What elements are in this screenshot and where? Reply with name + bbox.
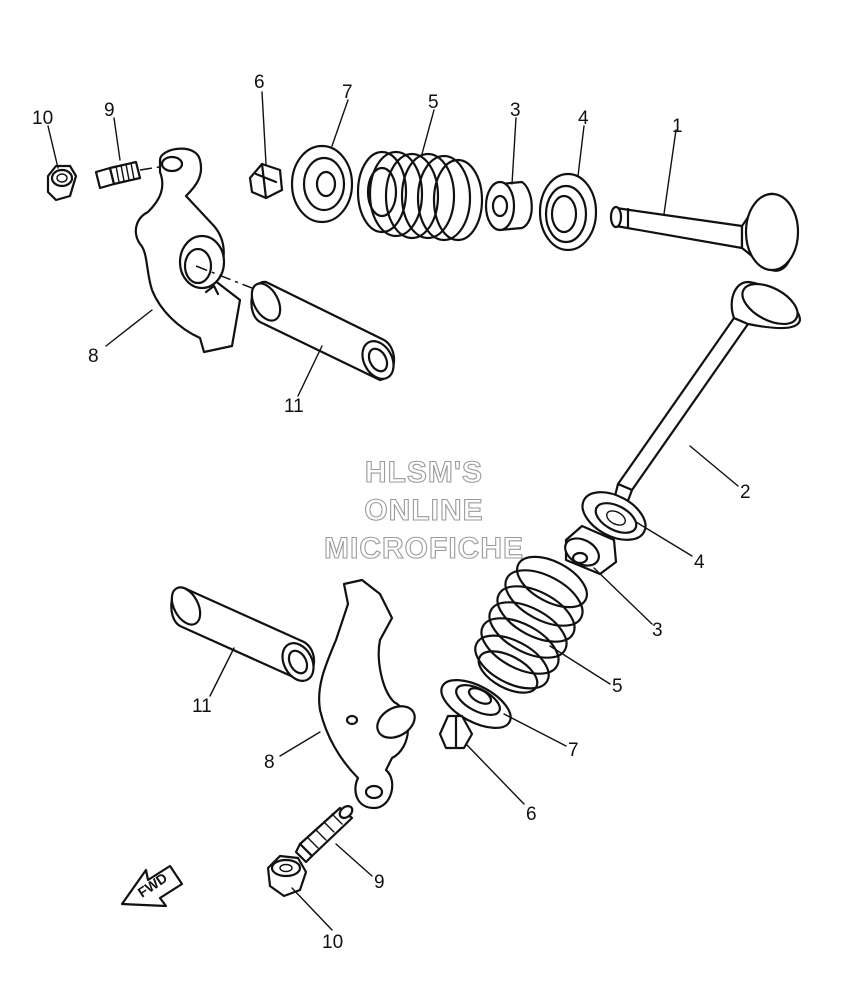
watermark-line-2: ONLINE [364, 494, 483, 527]
callout-1: 1 [672, 116, 683, 137]
valve-part-1 [609, 192, 800, 272]
shaft-centerline-top [195, 265, 263, 293]
callout-8-bottom: 8 [264, 752, 275, 773]
callout-11-top: 11 [284, 396, 304, 417]
callout-3-top: 3 [510, 100, 521, 121]
rocker-arm-part-8-top [134, 147, 242, 354]
valve-spring-part-5-bottom [474, 555, 588, 694]
callout-10-top: 10 [32, 108, 53, 129]
valve-spring-part-5-top [356, 150, 484, 242]
callout-6-top: 6 [254, 72, 265, 93]
callout-9-top: 9 [104, 100, 115, 121]
watermark: HLSM'S ONLINE MICROFICHE [323, 455, 524, 565]
callout-7-top: 7 [342, 82, 353, 103]
rocker-arm-part-8-bottom [318, 578, 416, 810]
valve-part-2 [612, 280, 802, 508]
forward-direction-arrow: FWD [120, 864, 184, 908]
leader-lines [47, 91, 739, 931]
watermark-line-3: MICROFICHE [324, 532, 524, 565]
callout-5-top: 5 [428, 92, 439, 113]
callout-labels: 10 9 6 7 5 3 4 1 8 11 2 4 3 5 7 6 11 8 9… [32, 72, 751, 953]
callout-4-top: 4 [578, 108, 589, 129]
callout-2: 2 [740, 482, 751, 503]
callout-4-bottom: 4 [694, 552, 705, 573]
rocker-shaft-part-11-bottom [170, 586, 316, 682]
stem-seal-part-3-bottom [564, 524, 618, 576]
callout-8-top: 8 [88, 346, 99, 367]
spring-seat-part-4-top [538, 172, 598, 252]
callout-7-bottom: 7 [568, 740, 579, 761]
spring-retainer-part-7-top [290, 144, 354, 224]
nut-part-10-bottom [266, 854, 308, 898]
watermark-line-1: HLSM'S [365, 456, 483, 489]
callout-5-bottom: 5 [612, 676, 623, 697]
callout-10-bottom: 10 [322, 932, 343, 953]
stem-seal-part-3-top [484, 180, 533, 232]
nut-part-10-top [46, 164, 78, 202]
spring-seat-part-4-bottom [581, 491, 647, 541]
callout-3-bottom: 3 [652, 620, 663, 641]
adjusting-screw-part-9-bottom [294, 804, 354, 864]
valve-cotter-part-6-top [248, 162, 284, 200]
callout-11-bottom: 11 [192, 696, 212, 717]
spring-retainer-part-7-bottom [440, 679, 512, 729]
valve-cotter-part-6-bottom [438, 714, 474, 750]
callout-6-bottom: 6 [526, 804, 537, 825]
callout-9-bottom: 9 [374, 872, 385, 893]
rocker-shaft-part-11-top [250, 280, 396, 382]
adjusting-screw-part-9-top [94, 160, 167, 190]
